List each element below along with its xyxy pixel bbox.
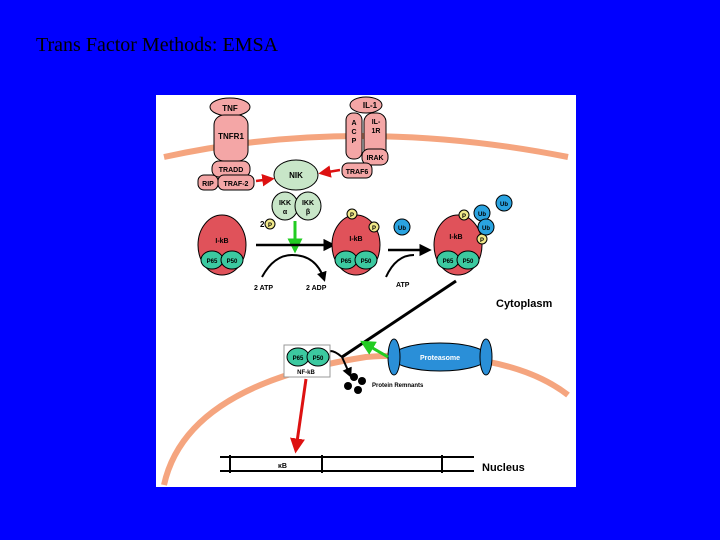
traf6 (341, 162, 373, 179)
ikb-3-label: I-kB (449, 234, 462, 241)
p50-free-label: P50 (313, 356, 324, 362)
atp-label: ATP (396, 282, 410, 289)
pathway-svg: TNF TNFR1 IL-1 A C P IL- 1R IRAK TRADD R… (161, 96, 570, 486)
ikk-beta (294, 191, 322, 221)
proteasome-cap-left (387, 338, 401, 376)
adp-curve (291, 254, 327, 282)
irak-label: IRAK (366, 155, 383, 162)
acp-label-a: A (351, 120, 356, 127)
phosphate-2b (368, 221, 380, 233)
p50-1 (220, 250, 244, 270)
p65-2-label: P65 (341, 259, 352, 265)
tradd-label: TRADD (219, 167, 244, 174)
rip-label: RIP (202, 181, 214, 188)
remnant-3 (344, 382, 352, 390)
p50-1-label: P50 (227, 259, 238, 265)
phosphate-2p (264, 218, 276, 230)
atp-curve (261, 254, 293, 278)
proteasome-arrow (360, 340, 389, 359)
proteasome-cap-right (479, 338, 493, 376)
ub-free-label: Ub (398, 226, 406, 232)
p65-3-label: P65 (443, 259, 454, 265)
proteasome-label: Proteasome (420, 355, 460, 362)
degradation-down-arrow (341, 356, 352, 378)
irak (361, 148, 389, 166)
kb-site-label: κB (278, 463, 287, 470)
nfkb-pathway-diagram: TNF TNFR1 IL-1 A C P IL- 1R IRAK TRADD R… (156, 95, 576, 487)
slide-title: Trans Factor Methods: EMSA (36, 34, 279, 56)
il1r-label-2: 1R (372, 128, 381, 135)
tnf-label: TNF (222, 104, 238, 113)
two-label: 2 (260, 220, 265, 229)
two-atp-label: 2 ATP (254, 285, 273, 292)
acp-receptor (345, 112, 363, 160)
ikk-alpha-sub: α (283, 209, 288, 216)
ikb-1-label: I-kB (215, 238, 228, 245)
phosphate-2a-label: P (350, 213, 354, 219)
ub-free (393, 218, 411, 236)
remnant-1 (350, 373, 358, 381)
p50-2 (354, 250, 378, 270)
il1r-label-1: IL- (372, 119, 381, 126)
ub-chain-2 (477, 218, 495, 236)
p50-3 (456, 250, 480, 270)
p50-3-label: P50 (463, 259, 474, 265)
phosphate-3b-label: P (480, 238, 484, 244)
phosphate-2a (346, 208, 358, 220)
phosphate-3a-label: P (462, 214, 466, 220)
acp-label-p: P (352, 138, 357, 145)
protein-remnants-label: Protein Remnants (372, 383, 424, 389)
phosphate-3a (458, 209, 470, 221)
nfkb-label: NF-kB (297, 370, 315, 376)
ub-chain-1-label: Ub (478, 212, 486, 218)
p50-free (306, 347, 330, 367)
phosphate-2p-label: P (268, 223, 272, 229)
traf6-to-nik-arrow (318, 165, 341, 178)
ikk-alpha-label: IKK (279, 200, 291, 207)
il1-label: IL-1 (363, 101, 378, 110)
ub-chain-2-label: Ub (482, 226, 490, 232)
acp-label-c: C (351, 129, 356, 136)
nucleus-label: Nucleus (482, 462, 525, 474)
traf6-label: TRAF6 (346, 169, 369, 176)
ikb-2-label: I-kB (349, 236, 362, 243)
ub-chain-3-label: Ub (500, 202, 508, 208)
translocation-arrow (290, 378, 308, 454)
ub-chain-3 (495, 194, 513, 212)
nuclear-membrane (161, 352, 570, 486)
p65-1-label: P65 (207, 259, 218, 265)
tnfr1-label: TNFR1 (218, 132, 244, 141)
ubiquitination-curve (385, 254, 415, 278)
traf2-label: TRAF-2 (224, 181, 249, 188)
il1-ligand (349, 96, 383, 114)
traf2 (217, 174, 255, 191)
p50-2-label: P50 (361, 259, 372, 265)
p65-free-label: P65 (293, 356, 304, 362)
cytoplasm-label: Cytoplasm (496, 298, 552, 310)
remnant-4 (354, 386, 362, 394)
ikk-beta-sub: β (306, 209, 311, 216)
remnant-2 (358, 377, 366, 385)
nik-label: NIK (289, 171, 303, 180)
two-adp-label: 2 ADP (306, 285, 327, 292)
phosphate-2b-label: P (372, 226, 376, 232)
traf2-to-nik-arrow (255, 173, 275, 187)
ikk-beta-label: IKK (302, 200, 314, 207)
